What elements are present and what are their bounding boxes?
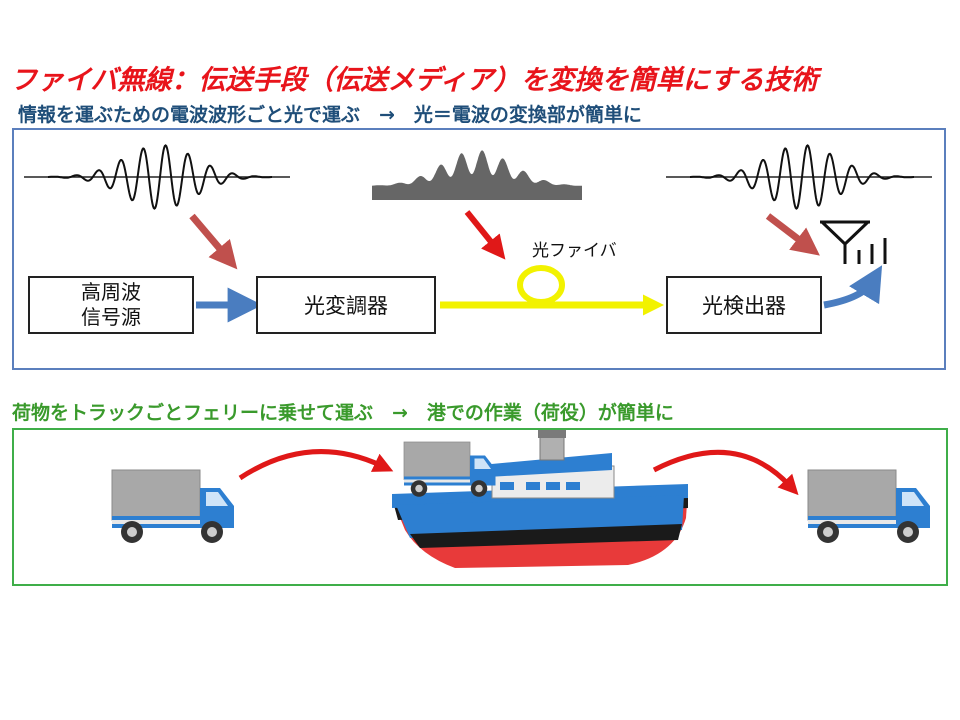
rf-source-label-line2: 信号源 [81,305,141,329]
truck-part [902,492,924,506]
truck-icon [807,469,930,543]
truck-part [403,441,471,480]
truck-part [415,484,423,493]
truck-part [475,484,483,493]
optical-modulator-block: 光変調器 [256,276,436,334]
truck-part [808,520,896,524]
page-title: ファイバ無線：伝送手段（伝送メディア）を変換を簡単にする技術 [10,65,818,96]
optical-fiber-label: 光ファイバ [532,241,617,261]
ferry-icon [392,430,688,568]
transfer-arrow [238,449,394,481]
optical-waveform-icon [372,150,582,200]
truck-part [903,527,913,537]
waveform-pointer-arrow [765,213,820,256]
truck-part [823,527,833,537]
optical-fiber [440,265,664,316]
rf-waveform-icon [24,144,290,210]
truck-part [112,520,200,524]
truck-part [127,527,137,537]
truck-icon [111,469,234,543]
truck-part [207,527,217,537]
radio-over-fiber-panel [12,128,946,370]
truck-part [474,458,491,469]
rf-source-label-line1: 高周波 [81,280,141,304]
transfer-arrow [652,449,799,496]
truck-part [111,469,201,521]
rf-waveform-icon [666,144,932,210]
waveform-pointer-arrow [189,213,238,270]
truck-part [206,492,228,506]
radio-subtitle: 情報を運ぶための電波波形ごと光で運ぶ → 光＝電波の変換部が簡単に [18,104,642,126]
waveform-pointer-arrow [464,210,506,260]
truck-icon [403,441,496,497]
truck-part [404,479,470,483]
truck-part [807,469,897,521]
antenna-icon [820,220,887,264]
ferry-analogy-panel [12,428,948,586]
photodetector-block: 光検出器 [666,276,822,334]
rf-signal-source-block: 高周波 信号源 [28,276,194,334]
electrical-signal-arrow [823,265,883,309]
ferry-subtitle: 荷物をトラックごとフェリーに乗せて運ぶ → 港での作業（荷役）が簡単に [12,402,674,424]
